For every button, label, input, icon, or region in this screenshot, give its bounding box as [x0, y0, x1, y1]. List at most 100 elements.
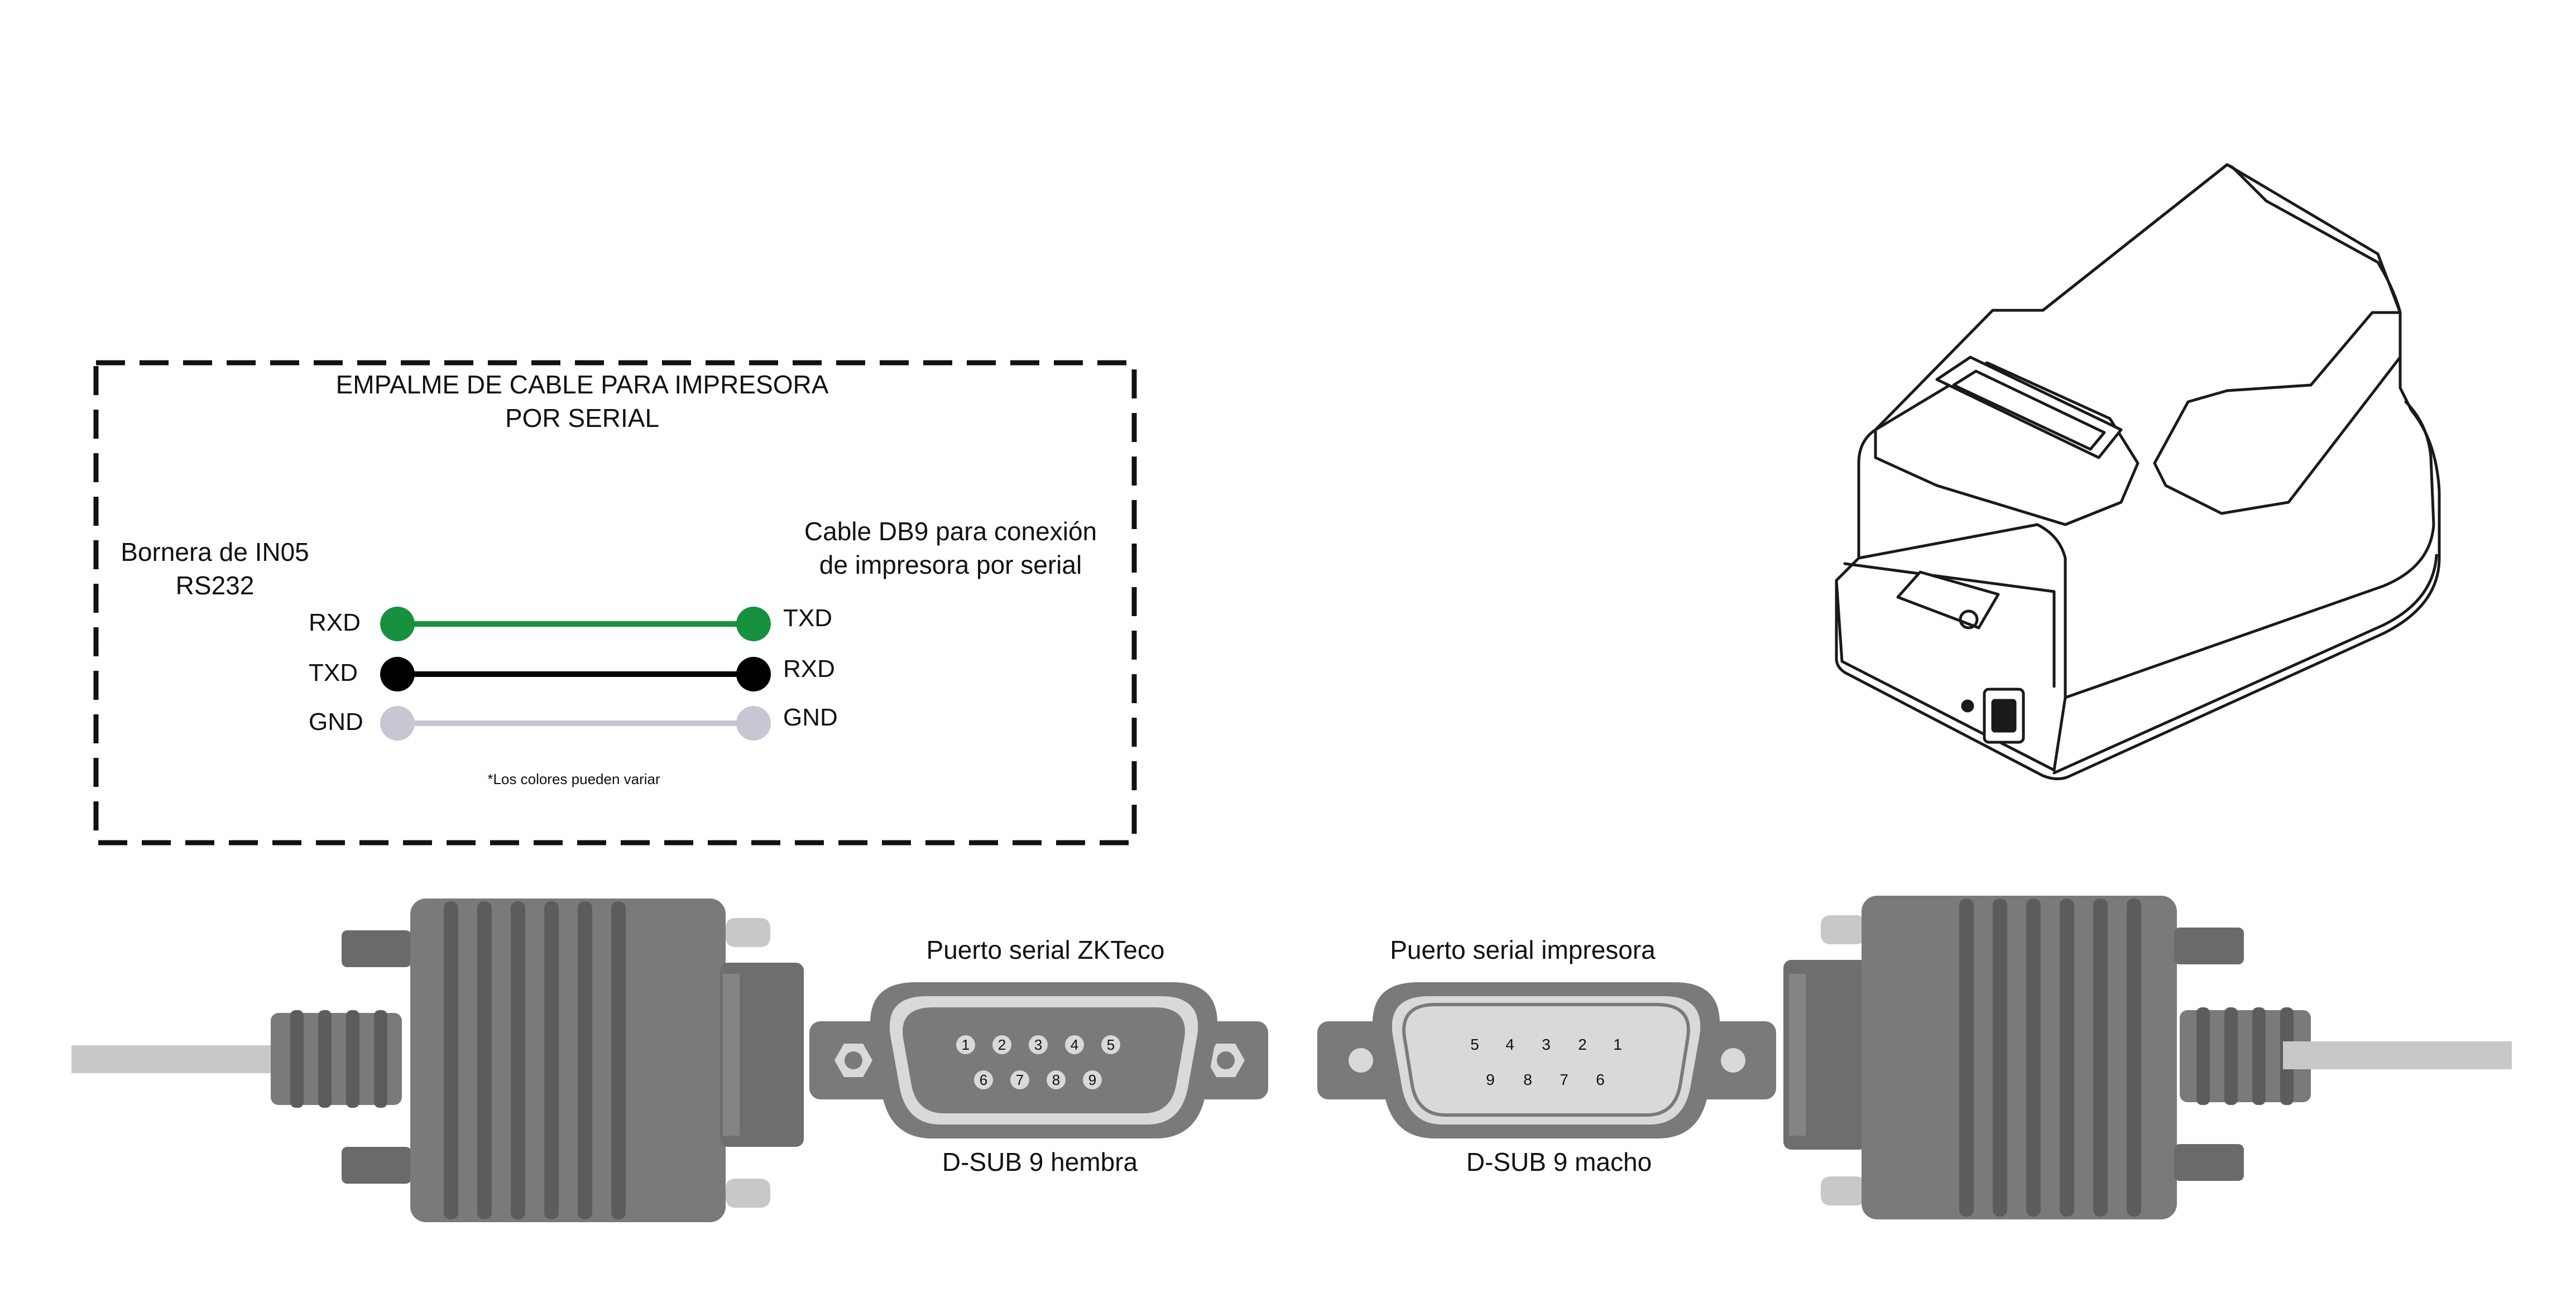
- left-hood-ridges: [444, 901, 626, 1219]
- pin-socket: [956, 1035, 975, 1054]
- pin-socket: [992, 1035, 1011, 1054]
- female-db9-port: Puerto serial ZKTeco 1 2 3 4 5 6 7: [809, 935, 1268, 1176]
- wire-right-label: TXD: [783, 604, 832, 632]
- male-port-title: Puerto serial impresora: [1390, 935, 1656, 964]
- left-shell-highlight: [723, 974, 740, 1136]
- pin-number: 9: [1486, 1071, 1495, 1088]
- pin-socket: [974, 1070, 993, 1089]
- wire-end-right: [736, 607, 771, 641]
- left-connector-shell: [720, 963, 804, 1147]
- left-thumbscrew-top: [726, 918, 770, 947]
- right-thumbscrew-bottom: [1821, 1176, 1865, 1205]
- printer-side: [2064, 400, 2435, 699]
- wire-end-left: [380, 607, 415, 641]
- pin-number: 5: [1107, 1036, 1115, 1053]
- printer-lid-top: [2041, 163, 2402, 314]
- wire-left-label: TXD: [309, 659, 358, 686]
- printer-lid: [2153, 311, 2402, 515]
- female-port-face: [903, 1007, 1185, 1113]
- right-strain-relief: [2180, 1010, 2311, 1102]
- printer-port-inner: [1991, 699, 2017, 733]
- female-pin-row-1: 1 2 3 4 5: [956, 1035, 1120, 1054]
- right-db9-plug: [1783, 896, 2512, 1219]
- pin-socket: [1047, 1070, 1066, 1089]
- pin-socket: [1065, 1035, 1084, 1054]
- right-cable: [2283, 1041, 2512, 1069]
- printer-paper-slot: [1935, 355, 2123, 459]
- pin-socket: [1029, 1035, 1048, 1054]
- left-db9-plug: [71, 899, 804, 1222]
- wire-right-label: GND: [783, 704, 838, 731]
- pin-number: 8: [1052, 1072, 1060, 1088]
- pin-number: 8: [1523, 1071, 1532, 1088]
- splice-title-line1: EMPALME DE CABLE PARA IMPRESORA: [336, 370, 829, 399]
- wire-left-label: RXD: [309, 609, 361, 636]
- right-hood-ridges: [1959, 899, 2141, 1217]
- pin-number: 6: [980, 1072, 987, 1088]
- wire-end-right: [736, 657, 771, 691]
- printer-side-edge: [2052, 554, 2438, 775]
- printer-front-face: [1835, 523, 2067, 772]
- pin-number: 6: [1596, 1071, 1605, 1088]
- printer-led-icon: [1961, 699, 1974, 713]
- pin-number: 3: [1034, 1036, 1042, 1053]
- splice-title-line2: POR SERIAL: [505, 403, 659, 433]
- pin-socket: [1101, 1035, 1120, 1054]
- pin-number: 4: [1505, 1036, 1514, 1053]
- pin-socket: [1083, 1070, 1102, 1089]
- right-hex-nut-hole: [1217, 1051, 1235, 1069]
- wire-end-right: [736, 706, 771, 741]
- pin-socket: [1010, 1070, 1029, 1089]
- left-screw-bottom: [342, 1147, 411, 1184]
- pin-number: 7: [1016, 1072, 1024, 1088]
- female-port-subtitle: D-SUB 9 hembra: [942, 1147, 1138, 1176]
- wire-gnd-gnd: GND GND: [309, 704, 838, 741]
- printer-top-cover: [1874, 361, 2140, 526]
- pin-number: 1: [962, 1036, 970, 1053]
- male-pin-row-1: 5 4 3 2 1: [1470, 1036, 1622, 1053]
- left-hex-nut-hole: [845, 1051, 862, 1069]
- right-mount-hole: [1721, 1048, 1745, 1073]
- db9-cable-label-line2: de impresora por serial: [819, 550, 1082, 579]
- pin-number: 3: [1542, 1036, 1551, 1053]
- left-mount-hole: [1349, 1048, 1373, 1073]
- left-thumbscrew-bottom: [726, 1179, 770, 1208]
- db9-cable-label-line1: Cable DB9 para conexión: [804, 517, 1097, 546]
- left-cable: [71, 1045, 300, 1073]
- wire-left-label: GND: [309, 708, 363, 736]
- printer-slot-inner: [1952, 369, 2106, 451]
- female-port-title: Puerto serial ZKTeco: [927, 935, 1165, 964]
- male-pin-row-2: 9 8 7 6: [1486, 1071, 1605, 1088]
- wire-end-left: [380, 706, 415, 741]
- printer-front-inner: [1843, 562, 2056, 688]
- wire-rxd-txd: RXD TXD: [309, 604, 832, 641]
- right-thumbscrew-top: [1821, 915, 1865, 944]
- pin-number: 7: [1560, 1071, 1568, 1088]
- terminal-label-line2: RS232: [176, 571, 255, 600]
- wire-txd-rxd: TXD RXD: [309, 655, 835, 691]
- pin-number: 9: [1088, 1072, 1096, 1088]
- male-db9-port: Puerto serial impresora 5 4 3 2 1 9 8 7 …: [1317, 935, 1776, 1176]
- male-port-inner: [1402, 1003, 1690, 1117]
- pin-number: 2: [998, 1036, 1006, 1053]
- left-strain-ridges: [290, 1010, 387, 1108]
- wire-right-label: RXD: [783, 655, 835, 683]
- splice-box: EMPALME DE CABLE PARA IMPRESORA POR SERI…: [93, 360, 1137, 845]
- male-port-subtitle: D-SUB 9 macho: [1466, 1147, 1652, 1176]
- right-shell-highlight: [1789, 974, 1806, 1136]
- terminal-label-line1: Bornera de IN05: [121, 537, 309, 566]
- color-note: *Los colores pueden variar: [487, 771, 660, 787]
- power-button-icon: [1959, 609, 1979, 630]
- dashed-frame: [93, 360, 1137, 845]
- right-screw-top: [2174, 928, 2244, 964]
- wire-end-left: [380, 657, 415, 691]
- printer-body: [1835, 163, 2441, 780]
- pin-number: 5: [1470, 1036, 1479, 1053]
- pin-number: 4: [1071, 1036, 1078, 1053]
- male-port-rim: [1392, 996, 1701, 1125]
- left-screw-top: [342, 930, 411, 967]
- pin-number: 2: [1578, 1036, 1587, 1053]
- female-pin-row-2: 6 7 8 9: [974, 1070, 1102, 1089]
- right-screw-bottom: [2174, 1144, 2244, 1181]
